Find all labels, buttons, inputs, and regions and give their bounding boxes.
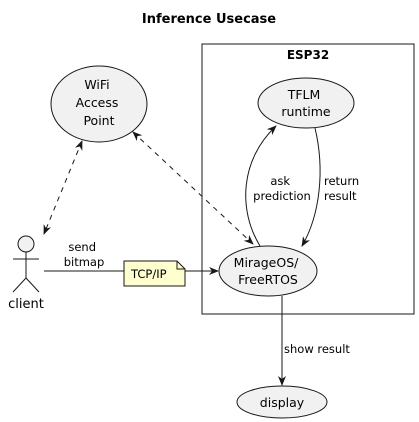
actor-client: client — [8, 235, 44, 312]
node-display-shape — [236, 385, 328, 419]
node-mirageos-freertos: MirageOS/ FreeRTOS — [218, 245, 318, 297]
node-display-label: display — [260, 395, 305, 410]
node-display: display — [236, 385, 328, 419]
diagram-title: Inference Usecase — [142, 12, 276, 27]
edge-tflm-mirage — [301, 127, 321, 247]
node-tflm-runtime: TFLM runtime — [257, 77, 355, 129]
node-wifi-label: WiFi Access Point — [76, 77, 123, 128]
node-mirage-shape — [218, 245, 318, 297]
actor-head — [17, 235, 35, 253]
edge-labels: send bitmap ask prediction return result… — [64, 174, 363, 356]
node-tflm-label: TFLM runtime — [281, 87, 331, 119]
actor-label: client — [8, 297, 44, 312]
node-tflm-shape — [257, 77, 355, 129]
node-wifi-shape — [50, 65, 148, 143]
edge-label-show-result: show result — [284, 342, 350, 356]
edge-mirage-tflm — [245, 125, 277, 247]
edge-label-ask-prediction: ask prediction — [253, 174, 311, 203]
edge-wifi-mirage — [132, 131, 254, 245]
edge-label-send-bitmap: send bitmap — [64, 240, 105, 269]
esp32-boundary-label: ESP32 — [287, 48, 329, 62]
note-label: TCP/IP — [130, 267, 167, 281]
note-tcpip: TCP/IP — [123, 260, 186, 287]
edge-wifi-client — [43, 140, 83, 235]
note-fold — [176, 261, 185, 270]
actor-left-leg — [12, 277, 27, 293]
node-wifi-access-point: WiFi Access Point — [50, 65, 148, 143]
note-shape — [123, 260, 186, 287]
edge-label-return-result: return result — [324, 174, 363, 203]
actor-right-leg — [25, 277, 40, 293]
node-mirage-label: MirageOS/ FreeRTOS — [234, 255, 303, 287]
